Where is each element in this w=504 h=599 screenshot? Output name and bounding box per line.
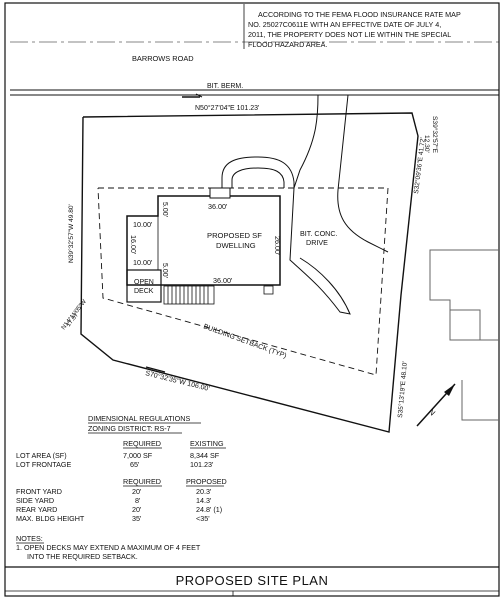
dim-bottom: 36.00' bbox=[213, 276, 233, 285]
lot-boundary bbox=[80, 112, 419, 433]
hdr1-existing: EXISTING bbox=[190, 439, 224, 448]
row-rear-yard-required: 20' bbox=[132, 505, 142, 514]
drive-label-2: DRIVE bbox=[306, 238, 328, 247]
dim-right: 26.00' bbox=[273, 236, 282, 256]
regs-district: ZONING DISTRICT: RS-7 bbox=[88, 424, 171, 433]
fema-note-line-1: ACCORDING TO THE FEMA FLOOD INSURANCE RA… bbox=[258, 10, 461, 19]
road: BARROWS ROAD BIT. BERM. bbox=[10, 41, 499, 98]
front-bearing: N50°27'04"E 101.23' bbox=[195, 104, 259, 112]
row-front-yard-required: 20' bbox=[132, 487, 142, 496]
north-label: N bbox=[427, 407, 438, 418]
dimensional-regulations: DIMENSIONAL REGULATIONS ZONING DISTRICT:… bbox=[16, 414, 227, 523]
right-upper-bearing: S39°32'57"E bbox=[431, 116, 439, 154]
row-rear-yard-label: REAR YARD bbox=[16, 505, 57, 514]
setback-label: BUILDING SETBACK (TYP) bbox=[202, 323, 287, 360]
deck-label-1: OPEN bbox=[134, 279, 154, 286]
neighbor-buildings bbox=[429, 249, 499, 421]
fema-note-line-2: NO. 25027C0611E WITH AN EFFECTIVE DATE O… bbox=[248, 20, 441, 29]
dim-top: 36.00' bbox=[208, 202, 228, 211]
dim-a: 10.00' bbox=[133, 220, 153, 229]
right-upper-length: 12.30' bbox=[423, 135, 430, 153]
row-side-yard-label: SIDE YARD bbox=[16, 496, 54, 505]
row-side-yard-proposed: 14.3' bbox=[196, 496, 212, 505]
regs-title: DIMENSIONAL REGULATIONS bbox=[88, 414, 190, 423]
notes-line-1: 1. OPEN DECKS MAY EXTEND A MAXIMUM OF 4 … bbox=[16, 543, 201, 552]
row-frontage-existing: 101.23' bbox=[190, 460, 214, 469]
road-name: BARROWS ROAD bbox=[132, 54, 194, 63]
dim-b: 10.00' bbox=[133, 258, 153, 267]
row-frontage-label: LOT FRONTAGE bbox=[16, 460, 71, 469]
plan-title: PROPOSED SITE PLAN bbox=[176, 573, 329, 588]
left-lower-length: 17.07' bbox=[65, 311, 81, 328]
berm-label: BIT. BERM. bbox=[207, 83, 243, 90]
dwelling bbox=[126, 187, 281, 305]
dwelling-label-1: PROPOSED SF bbox=[207, 231, 262, 240]
row-front-yard-proposed: 20.3' bbox=[196, 487, 212, 496]
row-height-required: 35' bbox=[132, 514, 142, 523]
title-block: PROPOSED SITE PLAN bbox=[5, 566, 499, 596]
row-front-yard-label: FRONT YARD bbox=[16, 487, 62, 496]
row-rear-yard-proposed: 24.8' (1) bbox=[196, 505, 222, 514]
rear-bearing: S70°32'35"W 106.00' bbox=[145, 369, 211, 393]
left-upper-bearing: N39°32'57"W 49.80' bbox=[67, 204, 75, 263]
fema-note: ACCORDING TO THE FEMA FLOOD INSURANCE RA… bbox=[243, 4, 461, 49]
dim-left: 16.00' bbox=[129, 235, 138, 255]
dwelling-label-2: DWELLING bbox=[216, 241, 256, 250]
row-side-yard-required: 8' bbox=[135, 496, 141, 505]
fema-note-line-4: FLOOD HAZARD AREA. bbox=[248, 40, 327, 49]
row-frontage-required: 65' bbox=[130, 460, 140, 469]
fema-note-line-3: 2011, THE PROPERTY DOES NOT LIE WITHIN T… bbox=[248, 30, 451, 39]
stairs bbox=[163, 285, 215, 305]
north-arrow: N bbox=[416, 383, 456, 427]
hdr1-required: REQUIRED bbox=[123, 439, 161, 448]
dim-c: 5.00' bbox=[161, 202, 168, 217]
building-setback-line bbox=[97, 187, 389, 376]
hdr2-proposed: PROPOSED bbox=[186, 477, 227, 486]
driveway bbox=[221, 94, 389, 315]
sheet-border bbox=[4, 2, 500, 597]
dim-d: 5.00' bbox=[161, 263, 168, 278]
notes: NOTES: 1. OPEN DECKS MAY EXTEND A MAXIMU… bbox=[16, 534, 201, 561]
row-height-label: MAX. BLDG HEIGHT bbox=[16, 514, 85, 523]
deck-label-2: DECK bbox=[134, 288, 154, 295]
notes-title: NOTES: bbox=[16, 534, 43, 543]
row-height-proposed: <35' bbox=[196, 514, 210, 523]
drive-label-1: BIT. CONC. bbox=[300, 229, 338, 238]
notes-line-2: INTO THE REQUIRED SETBACK. bbox=[27, 552, 138, 561]
row-lot-area-label: LOT AREA (SF) bbox=[16, 451, 67, 460]
row-lot-area-required: 7,000 SF bbox=[123, 451, 153, 460]
hdr2-required: REQUIRED bbox=[123, 477, 161, 486]
right-lower-bearing: S35°13'19"E 48.10' bbox=[396, 361, 409, 418]
row-lot-area-existing: 8,344 SF bbox=[190, 451, 220, 460]
open-deck bbox=[126, 269, 162, 303]
